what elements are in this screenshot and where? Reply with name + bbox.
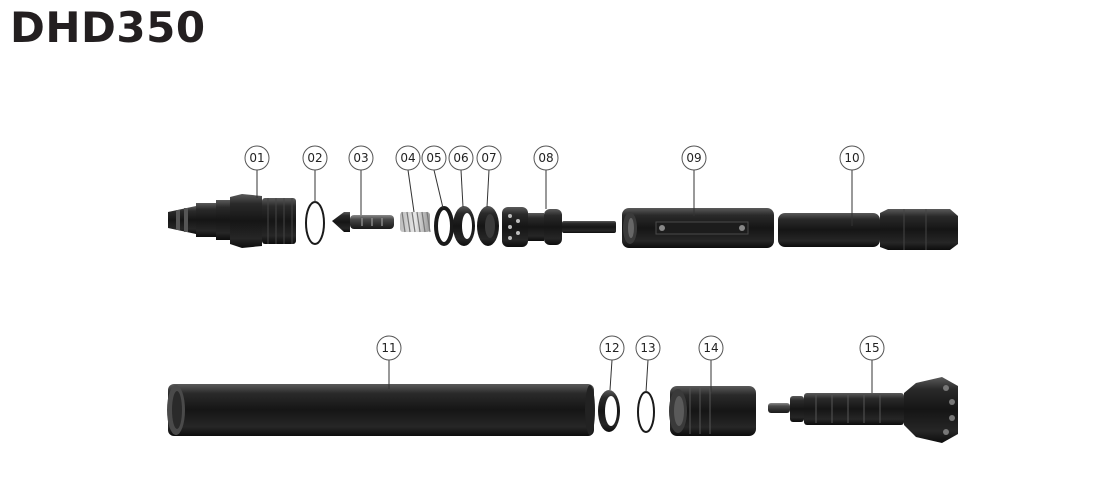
callout-04: 04 bbox=[395, 145, 421, 213]
callout-14: 14 bbox=[698, 335, 724, 392]
part-12-guide-ring bbox=[598, 390, 620, 432]
part-13-o-ring bbox=[637, 391, 655, 433]
callout-02: 02 bbox=[302, 145, 328, 203]
callout-circle bbox=[839, 145, 865, 171]
callout-leader-line bbox=[407, 169, 415, 213]
callout-01: 01 bbox=[244, 145, 270, 198]
callout-label: 06 bbox=[453, 151, 468, 165]
callout-leader-line bbox=[609, 359, 613, 391]
callout-08: 08 bbox=[533, 145, 559, 209]
callout-07: 07 bbox=[476, 145, 502, 208]
callout-leader-line bbox=[460, 169, 464, 208]
callout-circle bbox=[376, 335, 402, 361]
callout-label: 14 bbox=[703, 341, 718, 355]
diagram-title: DHD350 bbox=[10, 3, 206, 52]
part-08-air-distributor bbox=[502, 207, 616, 247]
part-15-drill-bit bbox=[768, 377, 958, 443]
part-10-piston bbox=[778, 209, 958, 250]
callout-label: 09 bbox=[686, 151, 701, 165]
callout-circle bbox=[859, 335, 885, 361]
callout-label: 13 bbox=[640, 341, 655, 355]
callout-label: 12 bbox=[604, 341, 619, 355]
callout-circle bbox=[681, 145, 707, 171]
callout-circle bbox=[635, 335, 661, 361]
callout-09: 09 bbox=[681, 145, 707, 216]
callout-circle bbox=[302, 145, 328, 171]
part-11-outer-casing bbox=[167, 384, 595, 436]
callout-11: 11 bbox=[376, 335, 402, 389]
part-05-o-ring bbox=[434, 206, 454, 246]
callout-label: 01 bbox=[249, 151, 264, 165]
callout-13: 13 bbox=[635, 335, 661, 393]
callout-circle bbox=[698, 335, 724, 361]
callout-circle bbox=[421, 145, 447, 171]
callout-12: 12 bbox=[599, 335, 625, 391]
part-09-cylinder bbox=[622, 208, 774, 248]
part-03-check-valve bbox=[332, 212, 394, 232]
callout-leader-line bbox=[433, 169, 444, 209]
callout-label: 03 bbox=[353, 151, 368, 165]
part-01-backhead bbox=[168, 194, 296, 248]
callout-03: 03 bbox=[348, 145, 374, 215]
callout-circle bbox=[476, 145, 502, 171]
callout-06: 06 bbox=[448, 145, 474, 208]
callout-label: 15 bbox=[864, 341, 879, 355]
callout-label: 11 bbox=[381, 341, 396, 355]
callout-circle bbox=[448, 145, 474, 171]
callout-leader-line bbox=[645, 359, 649, 393]
callout-label: 05 bbox=[426, 151, 441, 165]
part-14-chuck bbox=[669, 386, 756, 436]
part-07-washer bbox=[477, 206, 499, 246]
callout-circle bbox=[244, 145, 270, 171]
part-callouts: 01 02 03 04 05 06 07 08 09 10 11 12 13 14 15 bbox=[244, 145, 885, 393]
callout-label: 02 bbox=[307, 151, 322, 165]
callout-label: 08 bbox=[538, 151, 553, 165]
callout-label: 10 bbox=[844, 151, 859, 165]
part-02-o-ring bbox=[305, 201, 325, 245]
callout-leader-line bbox=[486, 169, 490, 208]
callout-05: 05 bbox=[421, 145, 447, 209]
callout-circle bbox=[348, 145, 374, 171]
part-06-ring bbox=[453, 206, 475, 246]
callout-circle bbox=[533, 145, 559, 171]
callout-circle bbox=[395, 145, 421, 171]
callout-10: 10 bbox=[839, 145, 865, 226]
callout-label: 07 bbox=[481, 151, 496, 165]
part-04-spring bbox=[400, 211, 431, 233]
callout-15: 15 bbox=[859, 335, 885, 393]
callout-circle bbox=[599, 335, 625, 361]
callout-label: 04 bbox=[400, 151, 415, 165]
